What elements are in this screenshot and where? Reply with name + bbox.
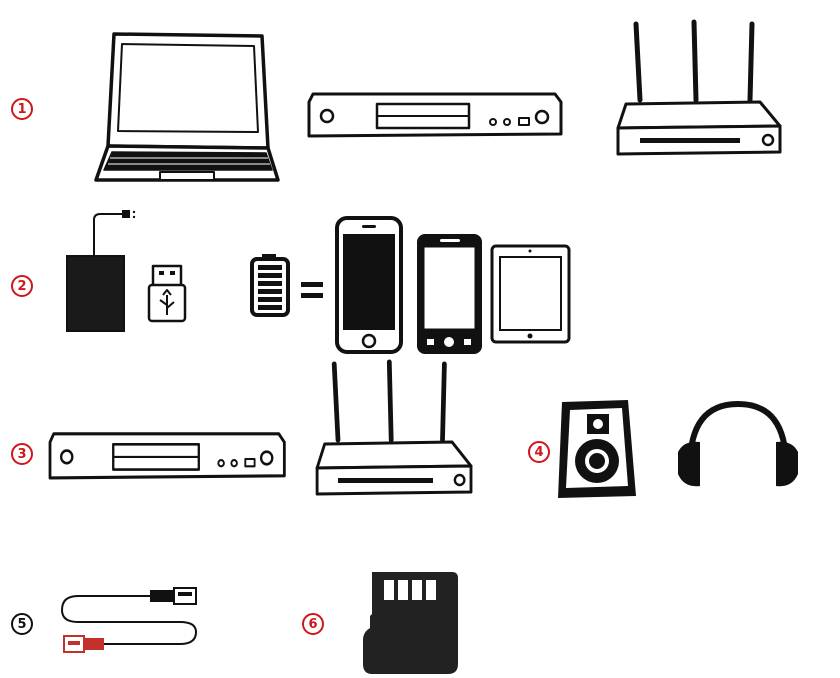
tablet-icon <box>490 244 571 344</box>
sd-card-icon <box>363 572 458 674</box>
wifi-router-icon <box>618 22 780 154</box>
dvd-player-icon <box>307 92 563 138</box>
wifi-router-icon <box>317 362 471 494</box>
marker-1: 1 <box>11 98 33 120</box>
equals-sign <box>301 282 323 298</box>
marker-3: 3 <box>11 443 33 465</box>
battery-icon <box>250 254 290 317</box>
speaker-icon <box>558 400 636 498</box>
headphones-icon <box>678 400 798 487</box>
marker-6: 6 <box>302 613 324 635</box>
usb-cable-icon <box>60 587 198 653</box>
usb-flash-drive-icon <box>147 264 187 323</box>
external-hard-drive-icon <box>66 210 136 332</box>
dvd-player-icon <box>48 432 286 480</box>
marker-5: 5 <box>11 613 33 635</box>
marker-4: 4 <box>528 441 550 463</box>
smartphone-icon <box>335 216 403 354</box>
marker-2: 2 <box>11 275 33 297</box>
laptop-icon <box>94 32 280 182</box>
android-phone-icon <box>417 234 482 354</box>
